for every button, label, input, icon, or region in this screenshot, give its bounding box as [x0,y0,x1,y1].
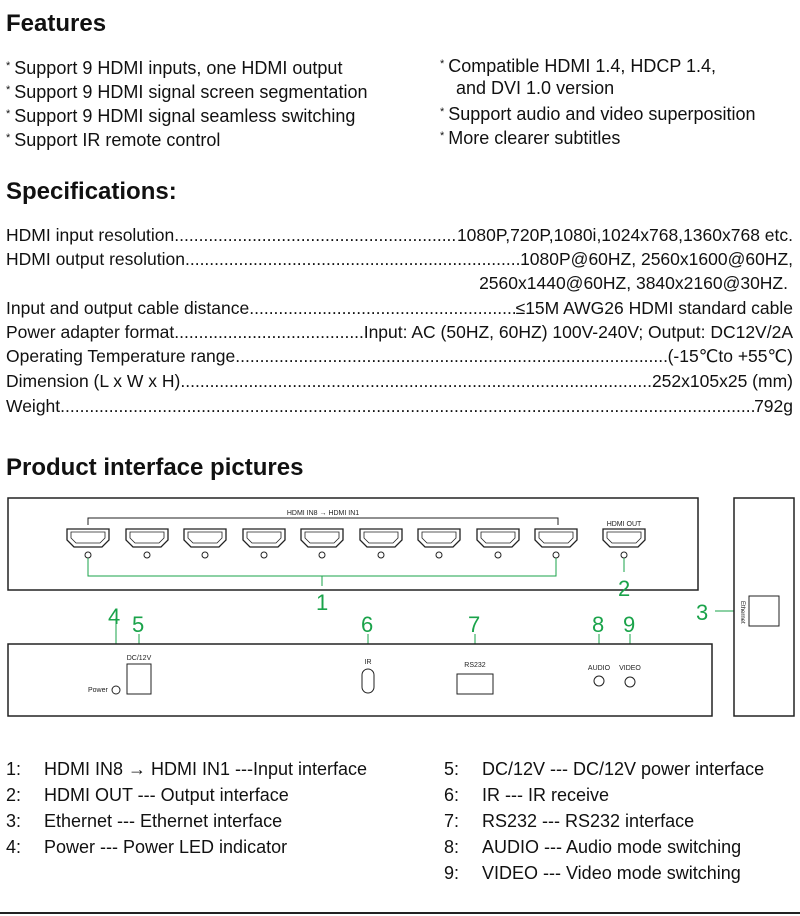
hdmi-in7-port [125,528,169,548]
spec-row: HDMI input resolution1080P,720P,1080i,10… [6,223,793,247]
ir-label: IR [365,659,372,666]
feature-item: *Support audio and video superposition [440,104,756,124]
feature-item: *Support 9 HDMI inputs, one HDMI output [6,58,343,78]
feature-item: *More clearer subtitles [440,128,621,148]
audio-switch [593,675,605,687]
callout-4: 4 [108,604,120,629]
spec-row: Dimension (L x W x H)252x105x25 (mm) [6,369,793,393]
bottom-divider [0,912,800,914]
hdmi-in5-port [242,528,286,548]
hdmi-in1-port [476,528,520,548]
callout-7: 7 [468,612,480,637]
features-heading: Features [6,10,107,37]
legend-item: 1:HDMI IN8 → HDMI IN1 ---Input interface [6,759,368,779]
rs232-label: RS232 [464,662,486,669]
feature-item: *Compatible HDMI 1.4, HDCP 1.4, [440,56,717,76]
power-label: Power [88,687,109,694]
rs232-port [456,673,494,695]
dc-label: DC/12V [127,655,152,662]
spec-row: Weight792g [6,394,793,418]
spec-row: Power adapter formatInput: AC (50HZ, 60H… [6,320,793,344]
interface-heading: Product interface pictures [6,454,304,481]
callout-2: 2 [618,576,630,601]
legend-item: 8:AUDIO --- Audio mode switching [444,837,742,857]
input-bracket-label: HDMI IN8 → HDMI IN1 [287,510,359,517]
ir-receiver [361,668,375,694]
legend-item: 9:VIDEO --- Video mode switching [444,863,741,883]
ethernet-label: Ethernet [739,601,745,624]
hdmi-in6-port [183,528,227,548]
feature-item: *Support 9 HDMI signal screen segmentati… [6,82,368,102]
hdmi-out-label: HDMI OUT [607,521,642,528]
hdmi-in3-port [359,528,403,548]
dc-power-port [126,663,152,695]
legend-item: 3:Ethernet --- Ethernet interface [6,811,283,831]
hdmi-in2-port [417,528,461,548]
callout-1: 1 [316,590,328,615]
hdmi-input-ports [66,528,578,548]
audio-label: AUDIO [588,665,611,672]
power-led [111,685,121,695]
feature-item: *Support IR remote control [6,130,221,150]
callout-6: 6 [361,612,373,637]
video-label: VIDEO [619,665,641,672]
legend-item: 5:DC/12V --- DC/12V power interface [444,759,765,779]
callout-9: 9 [623,612,635,637]
hdmi-out-port [602,528,646,548]
feature-item: *Support 9 HDMI signal seamless switchin… [6,106,356,126]
legend-item: 6:IR --- IR receive [444,785,610,805]
spec-row: HDMI output resolution1080P@60HZ, 2560x1… [6,247,793,271]
specifications-heading: Specifications: [6,178,177,205]
callout-8: 8 [592,612,604,637]
spec-row-continued: 2560x1440@60HZ, 3840x2160@30HZ. [479,273,788,293]
ethernet-port [748,595,780,627]
product-interface-diagram: HDMI IN8 → HDMI IN1 HDMI OUT Ethernet [7,497,795,717]
legend-item: 7:RS232 --- RS232 interface [444,811,695,831]
video-switch [624,676,636,688]
spec-row: Input and output cable distance≤15M AWG2… [6,296,793,320]
hdmi-in0-port [534,528,578,548]
front-panel [7,497,699,591]
hdmi-in8-port [66,528,110,548]
callout-5: 5 [132,612,144,637]
callout-3: 3 [696,600,708,625]
spec-row: Operating Temperature range(-15℃to +55℃) [6,344,793,368]
legend-item: 4:Power --- Power LED indicator [6,837,288,857]
rear-panel [7,643,713,717]
legend-item: 2:HDMI OUT --- Output interface [6,785,289,805]
hdmi-in4-port [300,528,344,548]
feature-item-continued: and DVI 1.0 version [456,78,615,98]
